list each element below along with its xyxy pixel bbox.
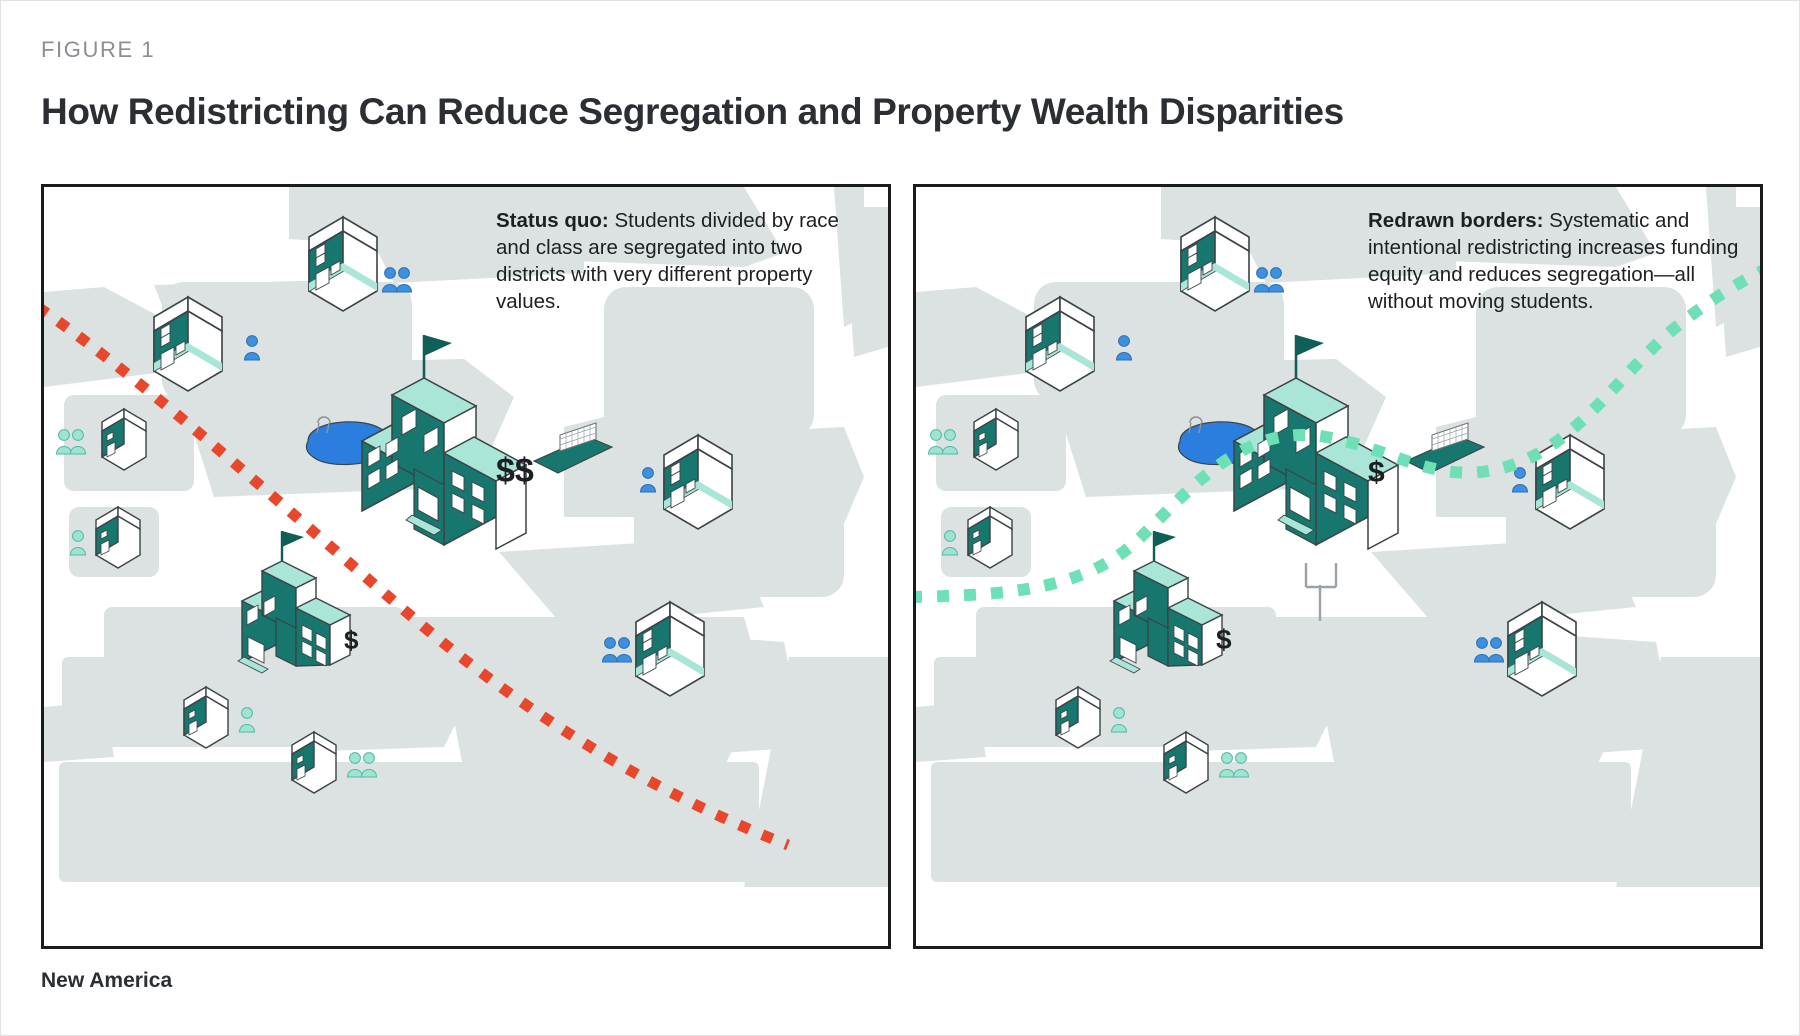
panel-row: $$$ Status quo: Students divided by race… [41, 184, 1763, 949]
caption-status-quo: Status quo: Students divided by race and… [496, 207, 868, 315]
district-border-line-green [916, 265, 1760, 603]
figure-label: FIGURE 1 [41, 37, 156, 62]
school-money-label: $ [1216, 624, 1232, 655]
panel-status-quo: $$$ Status quo: Students divided by race… [41, 184, 891, 949]
school-money-label: $$ [496, 452, 534, 490]
caption-body: Students divided by race and class are s… [496, 209, 839, 314]
map-redrawn-borders: $$ [916, 187, 1760, 887]
district-border-line-red [44, 304, 790, 851]
source-credit: New America [41, 969, 173, 992]
caption-redrawn-borders: Redrawn borders: Systematic and intentio… [1368, 207, 1740, 315]
map-status-quo: $$$ [44, 187, 888, 887]
school-money-label: $ [1368, 456, 1385, 489]
caption-lead: Status quo: [496, 209, 609, 232]
caption-lead: Redrawn borders: [1368, 209, 1544, 232]
page-title: How Redistricting Can Reduce Segregation… [41, 91, 1344, 132]
caption-body: Systematic and intentional redistricting… [1368, 209, 1739, 314]
panel-redrawn-borders: $$ Redrawn borders: Systematic and inten… [913, 184, 1763, 949]
school-money-label: $ [344, 625, 359, 655]
